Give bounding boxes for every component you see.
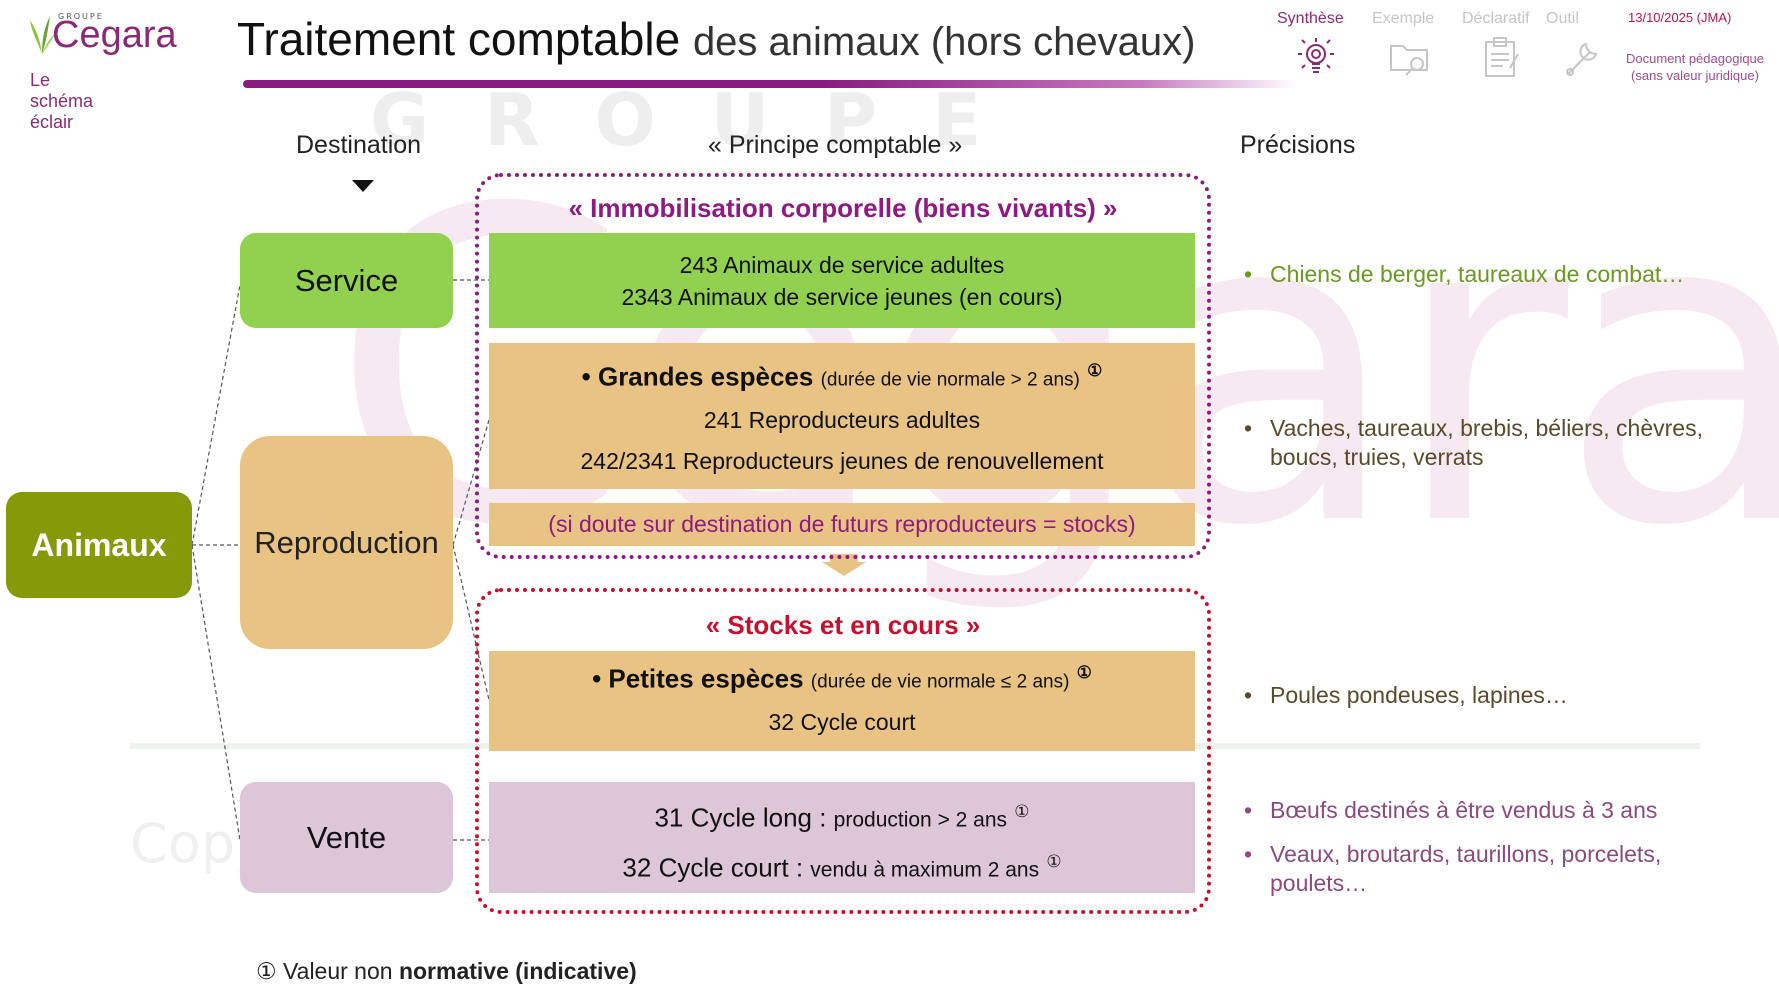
arrow-to-stocks — [822, 554, 866, 576]
precision-vente-2: •Veaux, broutards, taurillons, porcelets… — [1244, 841, 1662, 896]
vente-line1-mark: ① — [1014, 802, 1030, 821]
precision-vente-1: •Bœufs destinés à être vendus à 3 ans — [1244, 797, 1658, 823]
petites-heading: • Petites espèces (durée de vie normale … — [592, 663, 1092, 694]
col-precisions: Précisions — [1240, 131, 1356, 159]
vente-line1-note: production > 2 ans — [833, 808, 1008, 832]
vente-line-2: 32 Cycle court : vendu à maximum 2 ans ① — [489, 852, 1195, 884]
precision-service: •Chiens de berger, taureaux de combat… — [1244, 261, 1685, 287]
footnote-mark: ① — [256, 958, 277, 984]
watermark-groupe: GROUPE — [370, 78, 1037, 162]
precision-vente2-text: Veaux, broutards, taurillons, porcelets,… — [1270, 841, 1662, 896]
date-stamp: 13/10/2025 (JMA) — [1628, 10, 1732, 25]
node-vente: Vente — [240, 782, 453, 893]
petites-mark: ① — [1076, 663, 1092, 682]
service-account-1: 243 Animaux de service adultes — [679, 251, 1005, 278]
nav-exemple-label[interactable]: Exemple — [1372, 10, 1435, 27]
node-reproduction: Reproduction — [240, 436, 453, 649]
title-underline — [243, 80, 1298, 88]
petites-note: (durée de vie normale ≤ 2 ans) — [810, 671, 1070, 693]
group-immobilisation — [475, 173, 1211, 559]
grandes-account-1: 241 Reproducteurs adultes — [703, 406, 981, 433]
precision-service-text: Chiens de berger, taureaux de combat… — [1270, 261, 1685, 287]
nav-outil-label[interactable]: Outil — [1546, 10, 1579, 27]
precision-vente1-text: Bœufs destinés à être vendus à 3 ans — [1270, 797, 1658, 823]
nav-synthese-label[interactable]: Synthèse — [1277, 10, 1344, 27]
precision-grandes-text: Vaches, taureaux, brebis, béliers, chèvr… — [1270, 415, 1703, 470]
page-title: Traitement comptable des animaux (hors c… — [237, 12, 1195, 66]
group-stocks — [475, 588, 1211, 914]
vente-line-1: 31 Cycle long : production > 2 ans ① — [489, 802, 1195, 834]
box-doute: (si doute sur destination de futurs repr… — [489, 503, 1195, 546]
vente-line1-main: 31 Cycle long : — [654, 802, 827, 833]
col-principe: « Principe comptable » — [708, 131, 963, 159]
grandes-mark: ① — [1087, 361, 1103, 380]
grandes-note: (durée de vie normale > 2 ans) — [820, 369, 1080, 391]
arrow-down-icon — [352, 180, 374, 192]
disclaimer-line1: Document pédagogique — [1625, 51, 1765, 66]
title-main: Traitement comptable — [237, 13, 681, 65]
footnote-bold: normative (indicative) — [398, 958, 637, 984]
nav-declaratif-label[interactable]: Déclaratif — [1462, 10, 1530, 27]
box-grandes-especes: • Grandes espèces (durée de vie normale … — [489, 343, 1195, 489]
vente-line2-main: 32 Cycle court : — [622, 852, 804, 883]
wrench-icon[interactable] — [1560, 34, 1606, 80]
logo-subtitle: Le schéma éclair — [30, 70, 94, 132]
leaf-logo-icon — [30, 16, 56, 54]
vente-line2-mark: ① — [1046, 851, 1062, 871]
col-destination: Destination — [296, 131, 422, 159]
box-vente-accounts: 31 Cycle long : production > 2 ans ① 32 … — [489, 782, 1195, 893]
precision-petites-text: Poules pondeuses, lapines… — [1270, 682, 1568, 708]
disclaimer: Document pédagogique (sans valeur juridi… — [1612, 50, 1778, 84]
title-sub: des animaux (hors chevaux) — [692, 20, 1196, 64]
group-stocks-title: « Stocks et en cours » — [705, 610, 981, 640]
footnote: ① Valeur non normative (indicative) — [256, 958, 637, 985]
box-petites-especes: • Petites espèces (durée de vie normale … — [489, 651, 1195, 751]
precision-grandes: •Vaches, taureaux, brebis, béliers, chèv… — [1244, 415, 1703, 470]
service-account-2: 2343 Animaux de service jeunes (en cours… — [621, 283, 1063, 310]
folder-search-icon[interactable] — [1387, 34, 1433, 80]
grandes-heading: • Grandes espèces (durée de vie normale … — [581, 361, 1103, 392]
grandes-account-2: 242/2341 Reproducteurs jeunes de renouve… — [580, 447, 1104, 474]
lightbulb-icon[interactable] — [1293, 34, 1339, 80]
footnote-text: Valeur non — [283, 958, 393, 984]
logo-name: Cegara — [52, 14, 177, 56]
group-immobilisation-title: « Immobilisation corporelle (biens vivan… — [568, 193, 1118, 223]
grandes-label: Grandes espèces — [597, 361, 814, 392]
disclaimer-line2: (sans valeur juridique) — [1631, 68, 1759, 83]
logo-groupe: GROUPE — [58, 12, 104, 21]
petites-account-1: 32 Cycle court — [768, 708, 916, 735]
petites-label: Petites espèces — [608, 663, 804, 694]
node-animaux: Animaux — [6, 492, 192, 598]
vente-line2-note: vendu à maximum 2 ans — [810, 858, 1040, 882]
precision-petites: •Poules pondeuses, lapines… — [1244, 682, 1568, 708]
node-service: Service — [240, 233, 453, 328]
box-service-accounts: 243 Animaux de service adultes 2343 Anim… — [489, 233, 1195, 328]
clipboard-icon[interactable] — [1478, 34, 1524, 80]
